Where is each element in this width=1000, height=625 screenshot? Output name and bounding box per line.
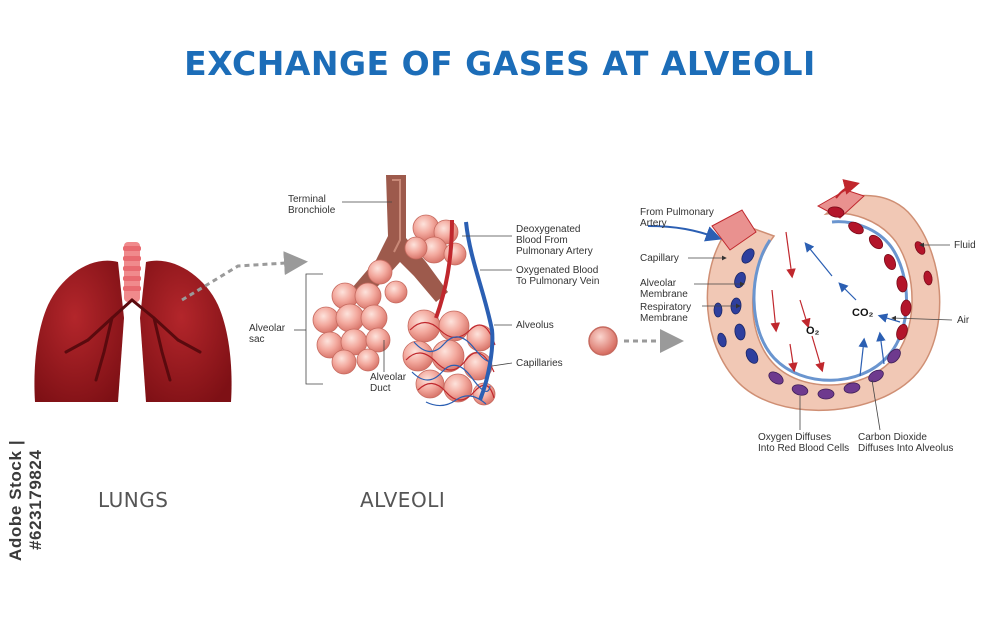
label-from-pulmonary-artery: From Pulmonary Artery xyxy=(640,207,714,229)
label-oxygenated-blood: Oxygenated Blood To Pulmonary Vein xyxy=(516,265,600,287)
label-alveolar-duct: Alveolar Duct xyxy=(370,372,407,394)
label-alveolus: Alveolus xyxy=(516,320,554,331)
label-air: Air xyxy=(957,315,970,326)
label-respiratory-membrane: Respiratory Membrane xyxy=(640,302,692,324)
label-co2-diffuses: Carbon Dioxide Diffuses Into Alveolus xyxy=(858,432,954,454)
caption-alveoli: ALVEOLI xyxy=(360,488,446,512)
label-deoxygenated-blood: Deoxygenated Blood From Pulmonary Artery xyxy=(516,224,593,257)
label-alveolar-sac: Alveolar sac xyxy=(249,323,286,345)
dotted-arrow-icon xyxy=(181,251,308,302)
alveolus-cross-section-icon xyxy=(647,179,941,412)
label-alveolar-membrane: Alveolar Membrane xyxy=(640,278,688,300)
page-title: EXCHANGE OF GASES AT ALVEOLI xyxy=(184,44,816,83)
caption-lungs: LUNGS xyxy=(98,488,169,512)
lungs-icon xyxy=(34,242,232,402)
label-terminal-bronchiole: Terminal Bronchiole xyxy=(288,194,336,216)
label-capillary: Capillary xyxy=(640,253,679,264)
label-fluid: Fluid xyxy=(954,240,976,251)
label-co2: CO₂ xyxy=(852,307,874,319)
label-oxygen-diffuses: Oxygen Diffuses Into Red Blood Cells xyxy=(758,432,850,454)
label-capillaries: Capillaries xyxy=(516,358,563,369)
alveoli-cluster-icon xyxy=(312,175,496,407)
label-o2: O₂ xyxy=(806,325,820,337)
dotted-arrow-icon xyxy=(588,326,684,356)
